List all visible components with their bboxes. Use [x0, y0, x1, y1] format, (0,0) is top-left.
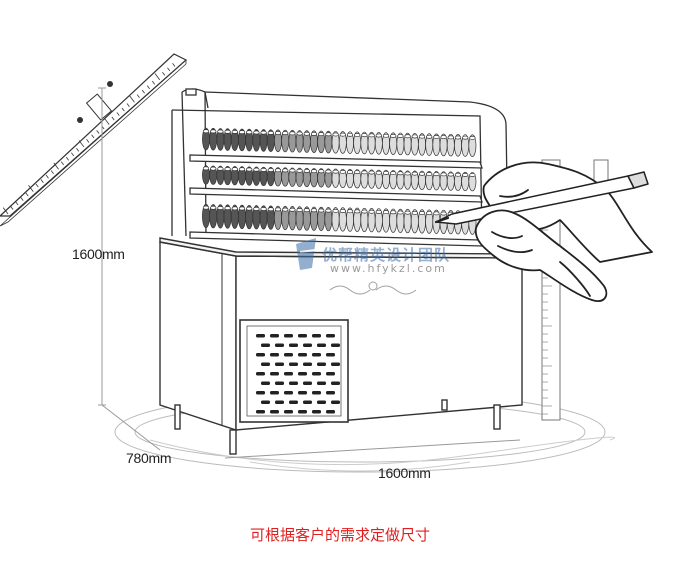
glass-display-case	[171, 88, 509, 247]
diagonal-ruler	[0, 53, 188, 227]
height-dimension-label: 1600mm	[72, 246, 125, 262]
dimension-lines	[98, 87, 521, 459]
cabinet-legs	[174, 399, 501, 455]
depth-dimension-label: 780mm	[126, 450, 172, 466]
shelf-products	[202, 127, 477, 235]
drawing-hands	[434, 161, 653, 302]
watermark-logo	[296, 238, 417, 295]
watermark-text: 优帮精英设计团队	[322, 246, 451, 264]
watermark-url: www.hfykzl.com	[330, 262, 447, 275]
ventilation-grille	[239, 319, 349, 423]
custom-size-caption: 可根据客户的需求定做尺寸	[249, 526, 430, 544]
width-dimension-label: 1600mm	[378, 465, 431, 481]
